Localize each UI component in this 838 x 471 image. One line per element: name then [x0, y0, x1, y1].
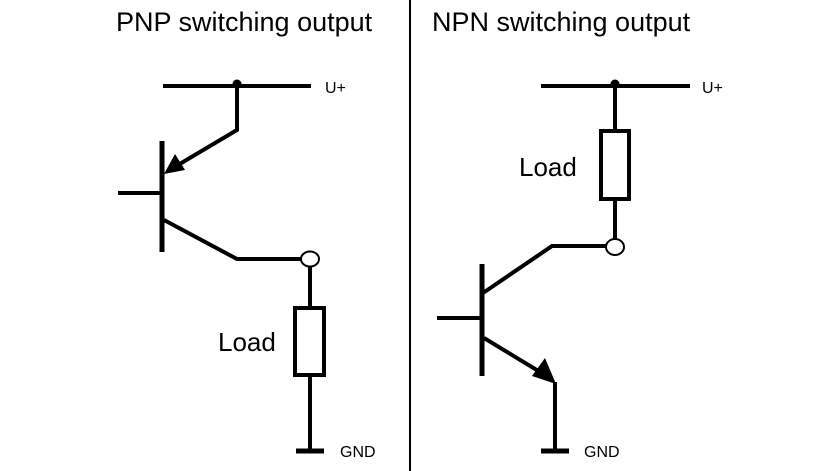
pnp-panel: PNP switching output U+ Load GND [116, 7, 376, 461]
npn-output-terminal [605, 238, 625, 256]
pnp-ground-label: GND [340, 444, 376, 461]
pnp-load-resistor [293, 306, 326, 377]
npn-panel-title: NPN switching output [432, 7, 691, 37]
npn-load-label: Load [519, 152, 577, 182]
npn-load-resistor [599, 129, 631, 201]
pnp-collector-lead [163, 218, 301, 261]
npn-emitter-lead [482, 336, 542, 374]
npn-panel: NPN switching output U+ Load GND [432, 7, 723, 461]
pnp-panel-title: PNP switching output [116, 7, 373, 37]
pnp-emitter-lead [176, 84, 239, 167]
pnp-emitter-arrow [164, 154, 185, 174]
npn-collector-lead [481, 244, 606, 295]
pnp-supply-label: U+ [325, 80, 346, 97]
npn-supply-label: U+ [702, 80, 723, 97]
pnp-load-label: Load [218, 327, 276, 357]
npn-ground-label: GND [584, 444, 620, 461]
npn-emitter-arrow [532, 358, 556, 384]
pnp-output-terminal [300, 250, 320, 268]
